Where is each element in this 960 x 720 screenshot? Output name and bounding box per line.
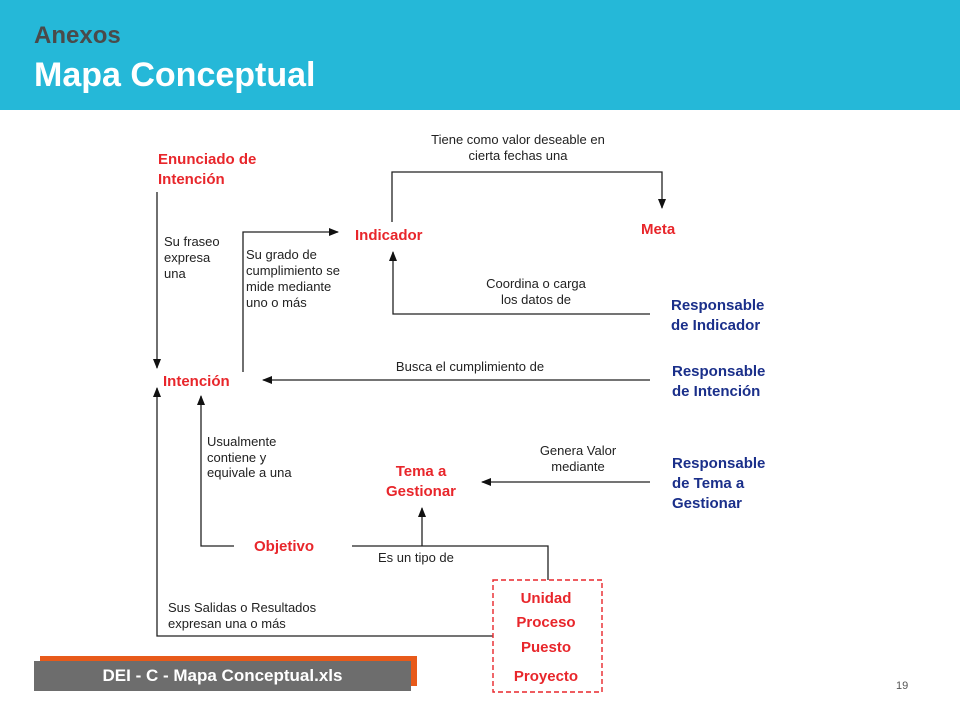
label-usualmente-3: equivale a una [207, 465, 292, 480]
label-salidas-1: Sus Salidas o Resultados [168, 600, 317, 615]
header-bar: Anexos Mapa Conceptual [0, 0, 960, 110]
node-resp-tema-line3: Gestionar [672, 495, 742, 512]
section-subtitle: Anexos [34, 22, 121, 49]
node-tema-line2: Gestionar [386, 483, 456, 500]
node-resp-intencion-line2: de Intención [672, 383, 760, 400]
label-busca: Busca el cumplimiento de [396, 359, 544, 374]
label-genera-1: Genera Valor [540, 443, 617, 458]
label-salidas-2: expresan una o más [168, 616, 286, 631]
label-grado-1: Su grado de [246, 247, 317, 262]
edge-objetivo-intencion [197, 395, 234, 547]
node-tema-line1: Tema a [396, 463, 447, 480]
node-unidad: Unidad [521, 590, 572, 607]
edge-intencion-indicador [242, 228, 339, 372]
label-coordina-1: Coordina o carga [486, 276, 586, 291]
node-puesto: Puesto [521, 639, 571, 656]
label-usualmente-2: contiene y [207, 450, 267, 465]
page-title: Mapa Conceptual [34, 56, 316, 94]
label-valor-deseable-2: cierta fechas una [468, 148, 568, 163]
node-resp-intencion-line1: Responsable [672, 363, 765, 380]
node-proceso: Proceso [516, 614, 575, 631]
label-usualmente-1: Usualmente [207, 434, 276, 449]
label-frase-3: una [164, 266, 186, 281]
node-enunciado-line1: Enunciado de [158, 151, 256, 168]
node-indicador: Indicador [355, 227, 423, 244]
edge-respind-indicador [389, 251, 650, 315]
label-grado-4: uno o más [246, 295, 307, 310]
label-grado-2: cumplimiento se [246, 263, 340, 278]
node-proyecto: Proyecto [514, 668, 578, 685]
label-valor-deseable-1: Tiene como valor deseable en [431, 132, 605, 147]
node-resp-tema-line1: Responsable [672, 455, 765, 472]
node-resp-indicador-line2: de Indicador [671, 317, 760, 334]
node-meta: Meta [641, 221, 676, 238]
label-frase-2: expresa [164, 250, 211, 265]
edge-indicador-meta [391, 171, 666, 222]
node-resp-tema-line2: de Tema a [672, 475, 745, 492]
node-enunciado-line2: Intención [158, 171, 225, 188]
label-tipo: Es un tipo de [378, 550, 454, 565]
label-genera-2: mediante [551, 459, 604, 474]
page-number: 19 [896, 680, 909, 692]
label-coordina-2: los datos de [501, 292, 571, 307]
node-objetivo: Objetivo [254, 538, 314, 555]
footer-file-label: DEI - C - Mapa Conceptual.xls [34, 661, 411, 691]
label-grado-3: mide mediante [246, 279, 331, 294]
label-frase-1: Su fraseo [164, 234, 220, 249]
edge-objetivo-tema [352, 545, 549, 580]
edge-salidas-intencion [153, 387, 493, 637]
node-intencion: Intención [163, 373, 230, 390]
node-resp-indicador-line1: Responsable [671, 297, 764, 314]
unidad-group-box [492, 579, 603, 693]
